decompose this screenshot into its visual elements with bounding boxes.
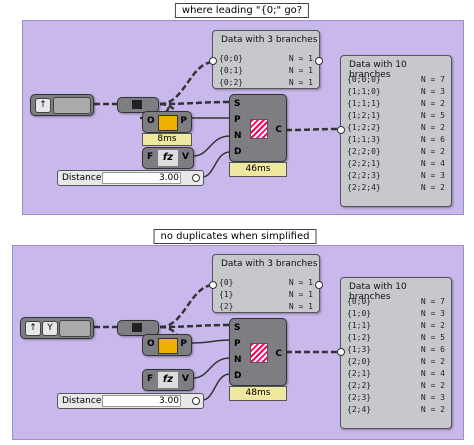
- list-item: {0;0;0}N = 7: [347, 75, 445, 84]
- volume-icon: [158, 115, 178, 131]
- list-item: {0;2}N = 1: [219, 78, 313, 87]
- panel-3-branches-bottom[interactable]: Data with 3 branches {0}N = 1 {1}N = 1 {…: [209, 254, 323, 313]
- panel-10-branches-top[interactable]: Data with 10 branches {0;0;0}N = 7 {1;1;…: [337, 55, 452, 207]
- brep-param-component[interactable]: ↑ Y: [20, 317, 94, 339]
- panel-input-port[interactable]: [209, 57, 217, 65]
- list-item: {1;1}N = 2: [347, 321, 445, 330]
- panel-rows: {0}N = 1 {1}N = 1 {2}N = 1: [219, 277, 313, 313]
- list-item: {1;2}N = 5: [347, 333, 445, 342]
- fz-component-top[interactable]: F fz V: [142, 147, 194, 169]
- timer-small-top: 8ms: [142, 133, 192, 146]
- list-item: {1;1;3}N = 6: [347, 135, 445, 144]
- group-title-top: where leading "{0;" go?: [174, 3, 310, 18]
- list-item: {2;4}N = 2: [347, 405, 445, 414]
- surface-split-component-top[interactable]: S P N D C: [229, 94, 287, 162]
- panel-rows: {0;0}N = 7 {1;0}N = 3 {1;1}N = 2 {1;2}N …: [347, 296, 445, 416]
- panel-rows: {0;0;0}N = 7 {1;1;0}N = 3 {1;1;1}N = 2 {…: [347, 74, 445, 194]
- panel-input-port[interactable]: [337, 348, 345, 356]
- list-item: {2;2;3}N = 3: [347, 171, 445, 180]
- list-item: {2;0}N = 2: [347, 357, 445, 366]
- fz-icon: fz: [158, 372, 178, 388]
- list-item: {0;0}N = 7: [347, 297, 445, 306]
- volume-component-bottom[interactable]: O P: [142, 334, 192, 356]
- volume-component-top[interactable]: O P: [142, 111, 192, 133]
- panel-10-branches-bottom[interactable]: Data with 10 branches {0;0}N = 7 {1;0}N …: [337, 277, 452, 429]
- timer-main-bottom: 48ms: [229, 386, 287, 401]
- panel-input-port[interactable]: [337, 126, 345, 134]
- flatten-icon: [132, 100, 142, 109]
- panel-title: Data with 10 branches: [349, 282, 407, 302]
- list-item: {1;0}N = 3: [347, 309, 445, 318]
- group-title-bottom: no duplicates when simplified: [153, 229, 317, 244]
- list-item: {0;0}N = 1: [219, 54, 313, 63]
- list-item: {2;2;1}N = 4: [347, 159, 445, 168]
- cube-icon: [59, 320, 91, 337]
- slider-output-port[interactable]: [192, 174, 200, 182]
- panel-3-branches-top[interactable]: Data with 3 branches {0;0}N = 1 {0;1}N =…: [209, 30, 323, 89]
- panel-title: Data with 3 branches: [221, 259, 318, 269]
- slider-output-port[interactable]: [192, 397, 200, 405]
- list-item: {2;2;4}N = 2: [347, 183, 445, 192]
- distance-slider-top[interactable]: Distance 3.00: [57, 170, 204, 186]
- surface-split-icon: [250, 343, 268, 363]
- surface-split-component-bottom[interactable]: S P N D C: [229, 318, 287, 386]
- distance-slider-bottom[interactable]: Distance 3.00: [57, 393, 204, 409]
- list-item: {2;1}N = 4: [347, 369, 445, 378]
- panel-input-port[interactable]: [209, 281, 217, 289]
- list-item: {1}N = 1: [219, 290, 313, 299]
- y-icon: Y: [42, 321, 58, 336]
- list-item: {0}N = 1: [219, 278, 313, 287]
- panel-output-port[interactable]: [315, 281, 323, 289]
- flatten-icon: [132, 323, 142, 332]
- volume-icon: [158, 338, 178, 354]
- fz-component-bottom[interactable]: F fz V: [142, 369, 194, 391]
- param-icon: ↑: [35, 98, 51, 113]
- list-item: {1;2;1}N = 5: [347, 111, 445, 120]
- list-item: {2}N = 1: [219, 302, 313, 311]
- list-item: {1;3}N = 6: [347, 345, 445, 354]
- slider-track[interactable]: [102, 395, 181, 407]
- fz-icon: fz: [158, 150, 178, 166]
- list-item: {2;3}N = 3: [347, 393, 445, 402]
- panel-rows: {0;0}N = 1 {0;1}N = 1 {0;2}N = 1: [219, 53, 313, 89]
- list-item: {2;2}N = 2: [347, 381, 445, 390]
- list-item: {0;1}N = 1: [219, 66, 313, 75]
- slider-track[interactable]: [102, 172, 181, 184]
- cube-icon: [53, 97, 91, 114]
- list-item: {1;1;0}N = 3: [347, 87, 445, 96]
- list-item: {1;1;1}N = 2: [347, 99, 445, 108]
- brep-param-component[interactable]: ↑: [30, 94, 94, 116]
- panel-output-port[interactable]: [315, 57, 323, 65]
- surface-split-icon: [250, 119, 268, 139]
- param-icon: ↑: [25, 321, 41, 336]
- list-item: {2;2;0}N = 2: [347, 147, 445, 156]
- list-item: {1;2;2}N = 2: [347, 123, 445, 132]
- flatten-relay-component[interactable]: [117, 97, 159, 113]
- panel-title: Data with 10 branches: [349, 60, 407, 80]
- panel-title: Data with 3 branches: [221, 35, 318, 45]
- flatten-relay-component[interactable]: [117, 320, 159, 336]
- timer-main-top: 46ms: [229, 162, 287, 177]
